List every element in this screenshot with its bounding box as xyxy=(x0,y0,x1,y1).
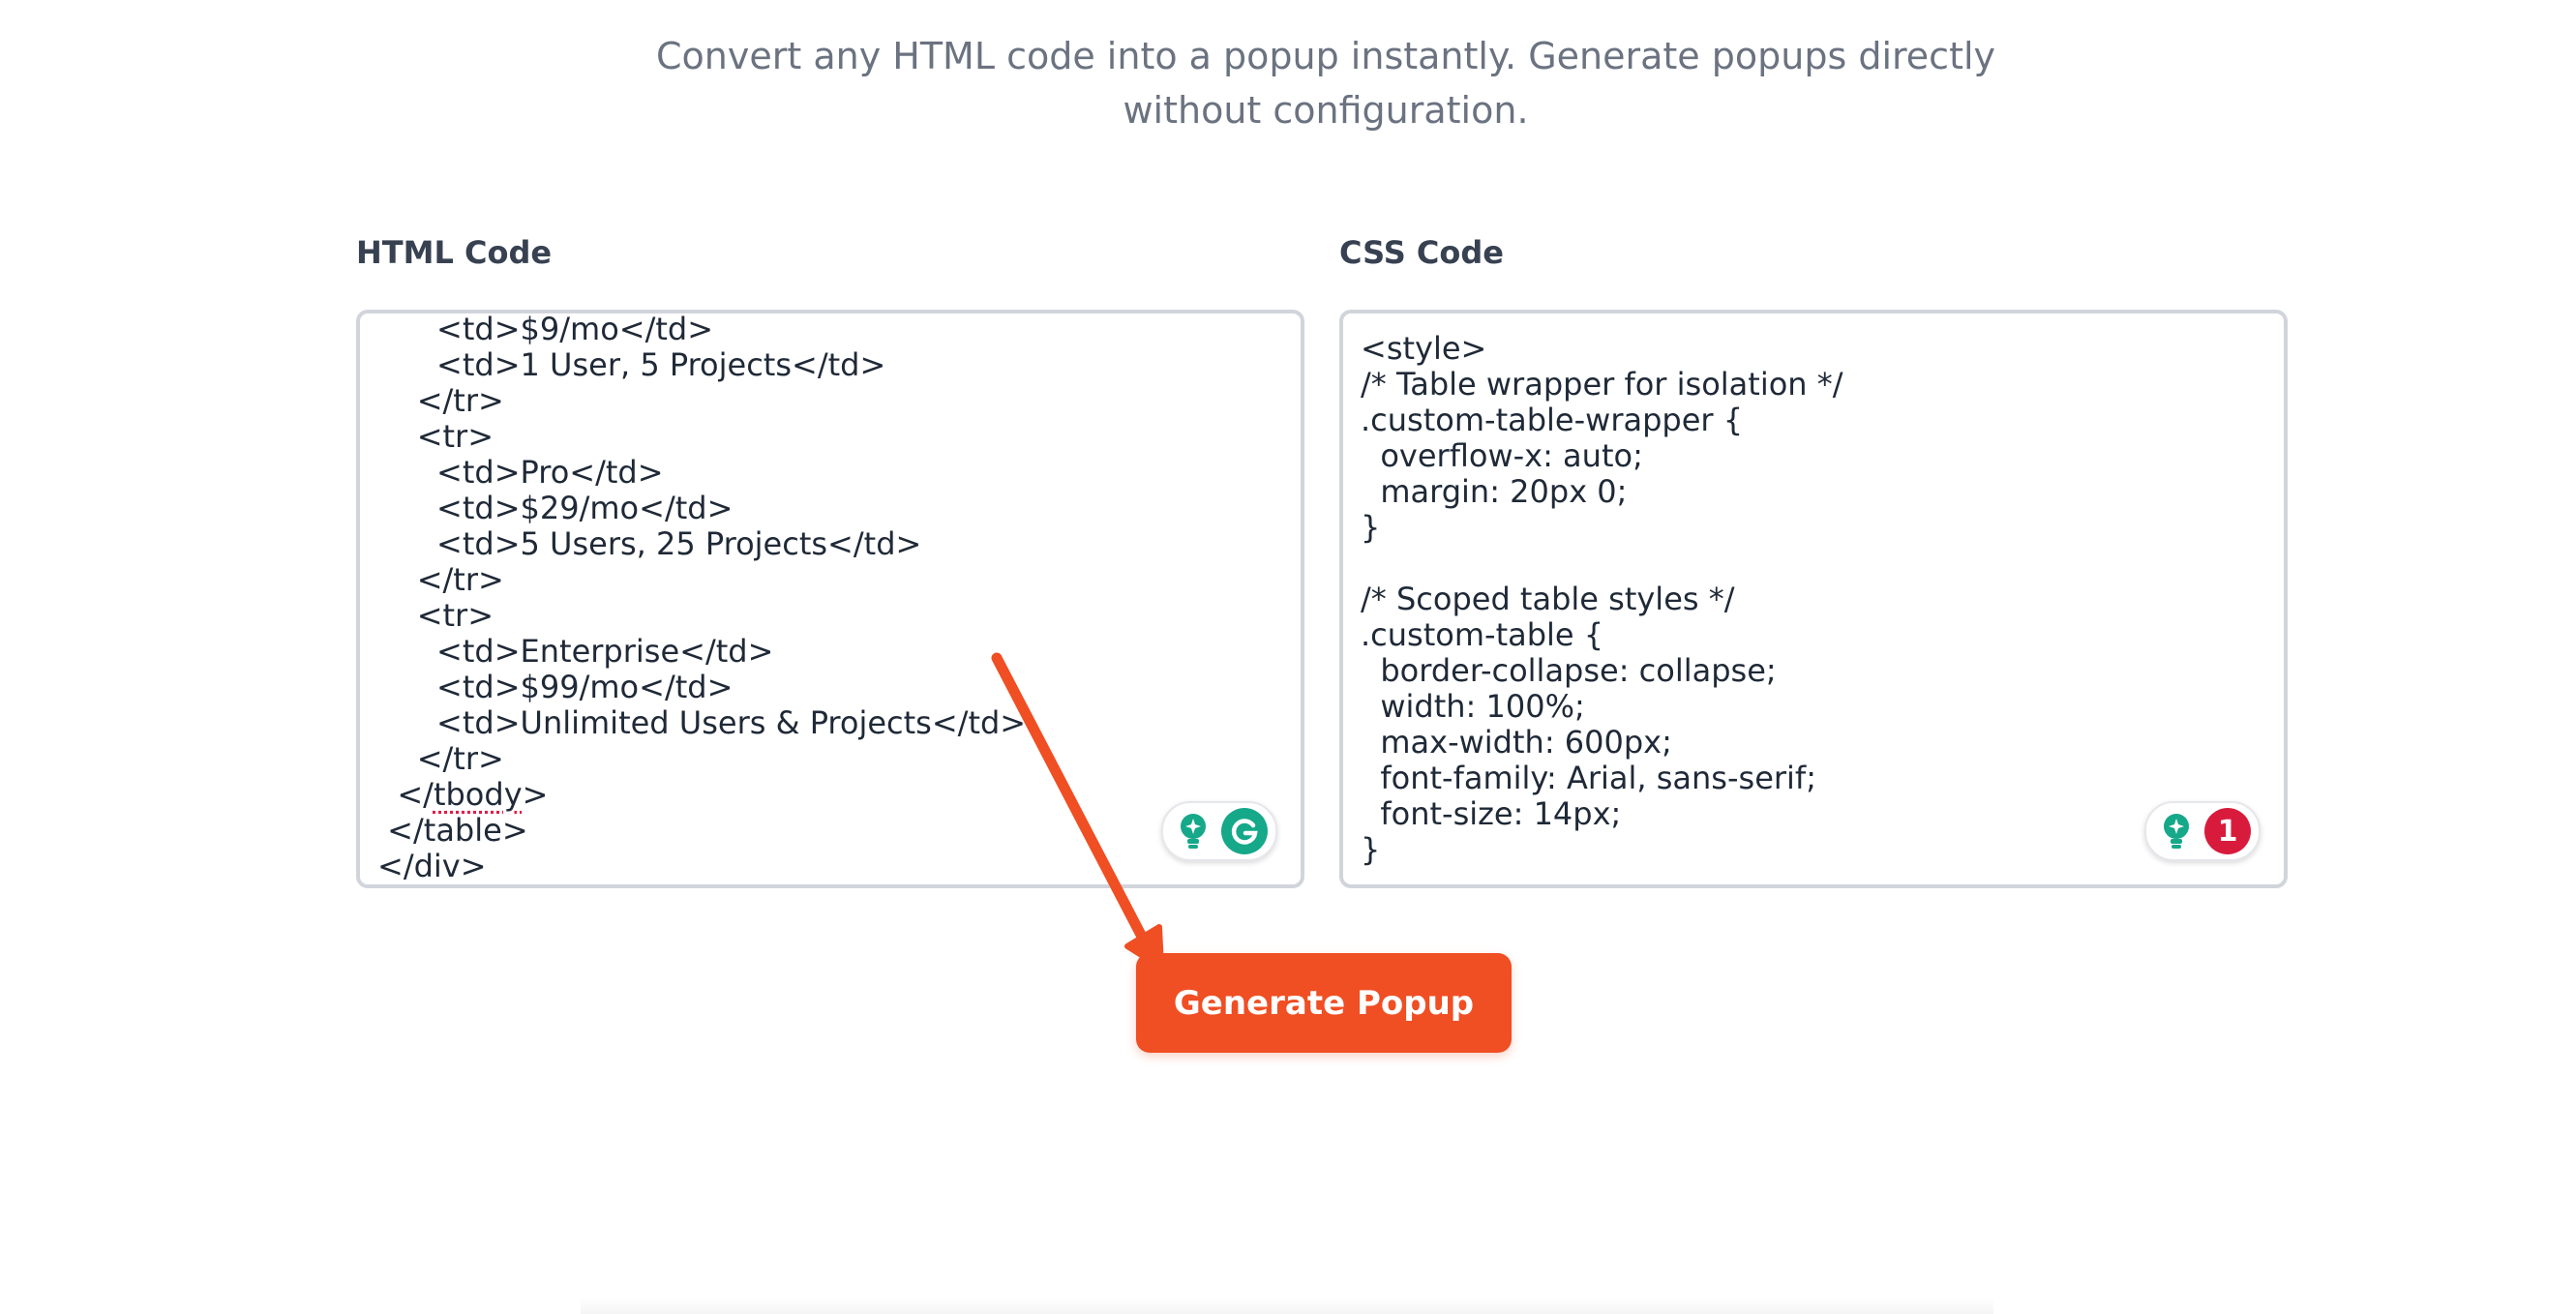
grammarly-widget[interactable] xyxy=(1161,801,1277,861)
html-code-content: <td>$9/mo</td> <td>1 User, 5 Projects</t… xyxy=(377,311,1027,884)
subtitle-line-1: Convert any HTML code into a popup insta… xyxy=(655,35,1996,77)
html-code-textarea[interactable]: <td>$9/mo</td> <td>1 User, 5 Projects</t… xyxy=(356,310,1304,888)
grammarly-issue-count-badge[interactable]: 1 xyxy=(2204,808,2251,854)
page-footer-edge xyxy=(581,1297,1993,1314)
generate-popup-button[interactable]: Generate Popup xyxy=(1136,953,1512,1053)
grammarly-logo-icon[interactable] xyxy=(1221,808,1268,854)
css-code-textarea[interactable]: <style> /* Table wrapper for isolation *… xyxy=(1339,310,2288,888)
lightbulb-icon[interactable] xyxy=(2156,811,2197,851)
lightbulb-icon[interactable] xyxy=(1173,811,1213,851)
css-code-content: <style> /* Table wrapper for isolation *… xyxy=(1361,330,1843,868)
spellcheck-underline: tbody xyxy=(433,776,523,813)
subtitle-line-2: without configuration. xyxy=(1123,89,1529,132)
page-subtitle: Convert any HTML code into a popup insta… xyxy=(619,29,2032,137)
html-code-label: HTML Code xyxy=(356,234,553,271)
css-code-label: CSS Code xyxy=(1339,234,1504,271)
grammarly-widget-css[interactable]: 1 xyxy=(2144,801,2261,861)
